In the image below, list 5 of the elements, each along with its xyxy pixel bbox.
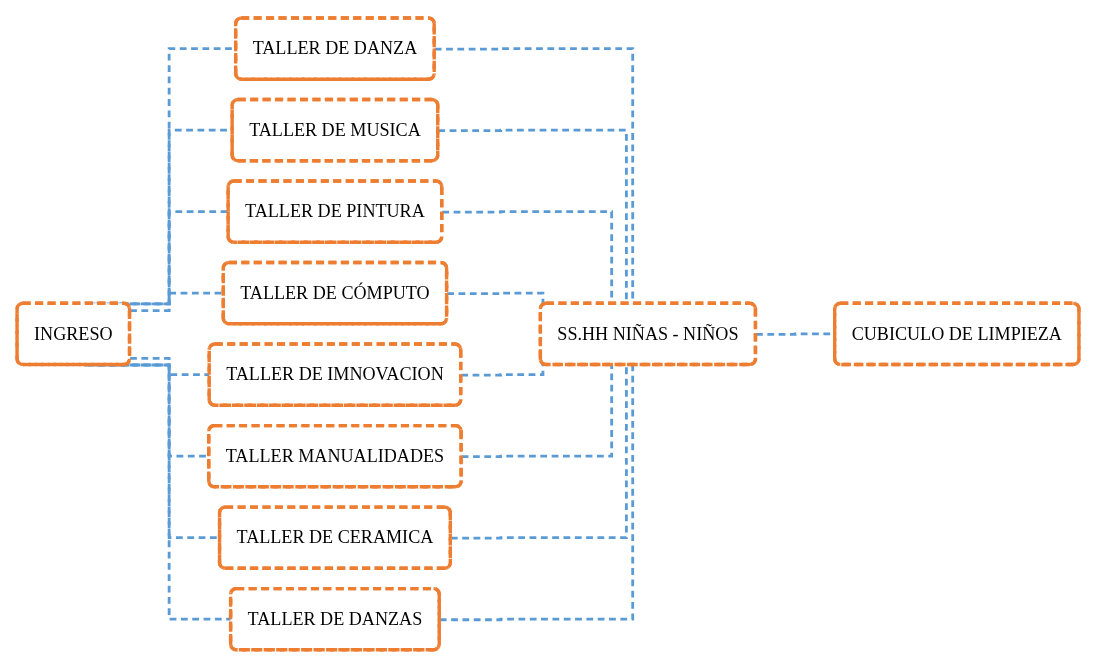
connector [442,210,614,304]
connector [447,291,545,306]
connector [438,128,628,304]
connector [461,365,614,459]
connector [461,363,545,377]
